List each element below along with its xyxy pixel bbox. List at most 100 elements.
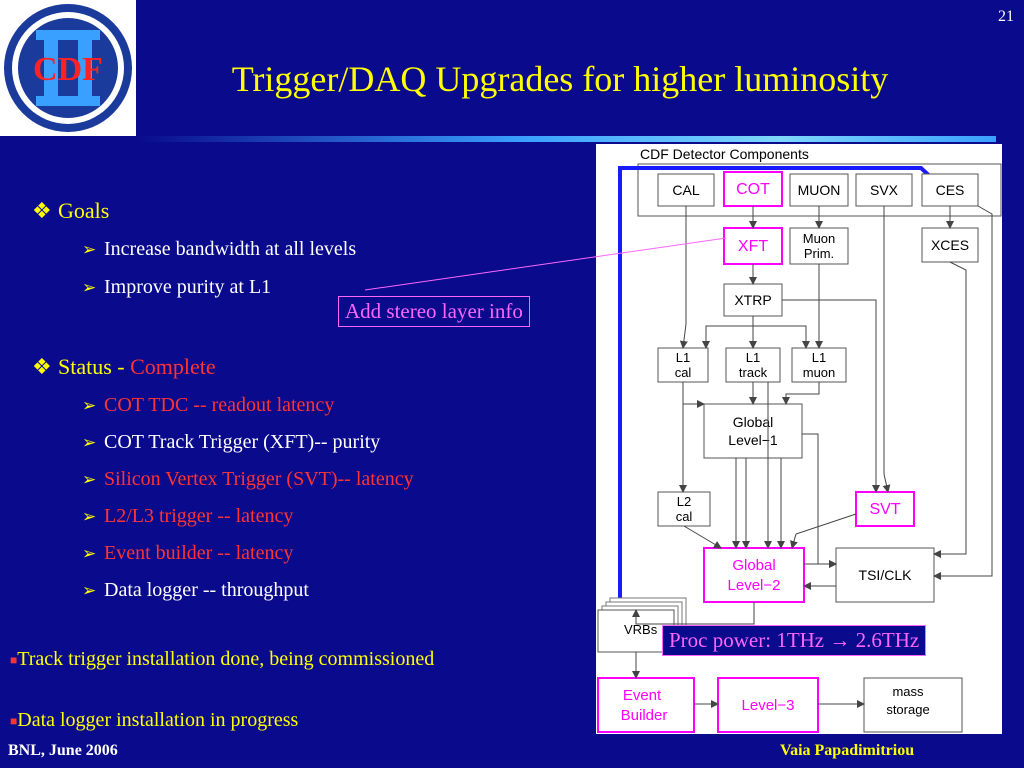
box-global-level1-label: Level−1 (728, 432, 778, 448)
diagram-connections (632, 205, 993, 708)
box-l1-track-label: L1 (746, 350, 760, 365)
goals-heading-row: ❖Goals (32, 198, 109, 224)
box-muon: MUON (789, 173, 849, 207)
box-tsi-clk-label: TSI/CLK (859, 567, 913, 583)
goals-heading: Goals (58, 198, 110, 223)
box-global-level2: Global Level−2 (703, 547, 805, 603)
slide-title: Trigger/DAQ Upgrades for higher luminosi… (231, 59, 889, 99)
box-l1-cal-label: L1 (676, 350, 690, 365)
diagram-svg: CDF Detector Components CAL COT MUON SVX… (597, 146, 1002, 733)
track-trigger-note-text: Track trigger installation done, being c… (17, 648, 435, 670)
square-bullet-icon: ■ (10, 713, 18, 728)
box-ces: CES (921, 173, 979, 207)
box-ces-label: CES (936, 182, 965, 198)
status-item-text: Event builder -- latency (104, 542, 294, 564)
logo-text: CDF (33, 51, 103, 88)
box-l2-cal: L2 cal (657, 491, 711, 527)
box-event-builder-label: Event (623, 687, 662, 704)
box-l1-track-label: track (739, 365, 768, 380)
diamond-bullet-icon: ❖ (32, 198, 52, 223)
box-muon-prim-label: Prim. (804, 246, 834, 261)
goal-item-text: Increase bandwidth at all levels (104, 238, 357, 260)
arrow-bullet-icon: ➢ (82, 278, 97, 297)
status-heading-row: ❖Status - Complete (32, 354, 216, 380)
box-l1-cal: L1 cal (657, 347, 709, 383)
box-l1-muon-label: muon (803, 365, 836, 380)
square-bullet-icon: ■ (10, 652, 18, 667)
box-svt: SVT (855, 491, 915, 527)
box-cal-label: CAL (672, 182, 699, 198)
arrow-bullet-icon: ➢ (82, 433, 97, 452)
box-mass-storage-label: storage (886, 702, 929, 717)
box-xces-label: XCES (931, 237, 969, 253)
status-item: ➢ L2/L3 trigger -- latency (82, 505, 293, 528)
box-level3-label: Level−3 (742, 697, 795, 714)
arrow-bullet-icon: ➢ (82, 507, 97, 526)
stereo-layer-note: Add stereo layer info (338, 296, 530, 327)
proc-power-from: 1THz (776, 628, 825, 652)
box-xft-label: XFT (738, 238, 768, 255)
track-trigger-note: ■Track trigger installation done, being … (10, 648, 434, 671)
box-cot-label: COT (736, 181, 770, 198)
box-global-level2-label: Global (732, 557, 775, 574)
box-svx: SVX (855, 173, 913, 207)
box-xces: XCES (921, 227, 979, 263)
footer-venue: BNL, June 2006 (8, 742, 118, 759)
diagram-title: CDF Detector Components (640, 146, 809, 162)
proc-power-to: 2.6THz (855, 628, 920, 652)
cdf-logo-graphic: CDF (4, 4, 132, 132)
status-heading: Status (58, 354, 112, 379)
status-item: ➢ COT TDC -- readout latency (82, 394, 334, 417)
box-event-builder-label: Builder (621, 707, 668, 724)
status-item-text: COT Track Trigger (XFT)-- purity (104, 431, 381, 453)
status-value: Complete (130, 354, 216, 379)
status-item-text: Data logger -- throughput (104, 579, 309, 601)
status-item: ➢Silicon Vertex Trigger (SVT)-- latency (82, 468, 414, 491)
box-tsi-clk: TSI/CLK (835, 547, 935, 603)
status-item-text: L2/L3 trigger -- latency (104, 505, 294, 527)
box-muon-label: MUON (798, 182, 841, 198)
arrow-bullet-icon: ➢ (82, 544, 97, 563)
status-separator: - (111, 354, 131, 379)
box-muon-prim-label: Muon (803, 231, 836, 246)
box-global-level1-label: Global (733, 414, 773, 430)
box-xtrp-label: XTRP (734, 292, 771, 308)
title-divider (136, 136, 996, 142)
data-logger-note-text: Data logger installation in progress (17, 709, 299, 731)
box-mass-storage: mass storage (863, 677, 963, 733)
proc-power-label: Proc power: (669, 628, 777, 652)
status-item-text: Silicon Vertex Trigger (SVT)-- latency (104, 468, 414, 490)
arrow-bullet-icon: ➢ (82, 396, 97, 415)
page-number: 21 (998, 8, 1014, 25)
status-item: ➢ Event builder -- latency (82, 542, 293, 565)
goal-item-text: Improve purity at L1 (104, 276, 272, 298)
goal-item: ➢ Increase bandwidth at all levels (82, 238, 356, 261)
box-l2-cal-label: cal (676, 509, 693, 524)
proc-power-arrow: → (824, 628, 856, 652)
status-item: ➢ COT Track Trigger (XFT)-- purity (82, 431, 380, 454)
proc-power-note: Proc power: 1THz → 2.6THz (662, 625, 927, 656)
status-item-text: COT TDC -- readout latency (104, 394, 335, 416)
box-vrbs-label: VRBs (624, 622, 658, 637)
box-level3: Level−3 (717, 677, 819, 733)
diamond-bullet-icon: ❖ (32, 354, 52, 379)
box-l1-cal-label: cal (675, 365, 692, 380)
cdf-logo: CDF (0, 0, 136, 136)
status-item: ➢Data logger -- throughput (82, 579, 309, 602)
box-svt-label: SVT (869, 501, 900, 518)
data-logger-note: ■Data logger installation in progress (10, 709, 298, 732)
box-l1-muon-label: L1 (812, 350, 826, 365)
box-cot: COT (723, 171, 783, 207)
box-muon-prim: Muon Prim. (789, 227, 849, 265)
goal-item: ➢ Improve purity at L1 (82, 276, 271, 299)
box-global-level1: Global Level−1 (703, 403, 803, 459)
box-svx-label: SVX (870, 182, 899, 198)
box-event-builder: Event Builder (597, 677, 695, 733)
footer-author: Vaia Papadimitriou (780, 742, 915, 759)
arrow-bullet-icon: ➢ (82, 240, 97, 259)
box-global-level2-label: Level−2 (728, 577, 781, 594)
box-l2-cal-label: L2 (677, 494, 691, 509)
box-l1-muon: L1 muon (791, 347, 847, 383)
box-mass-storage-label: mass (892, 684, 924, 699)
